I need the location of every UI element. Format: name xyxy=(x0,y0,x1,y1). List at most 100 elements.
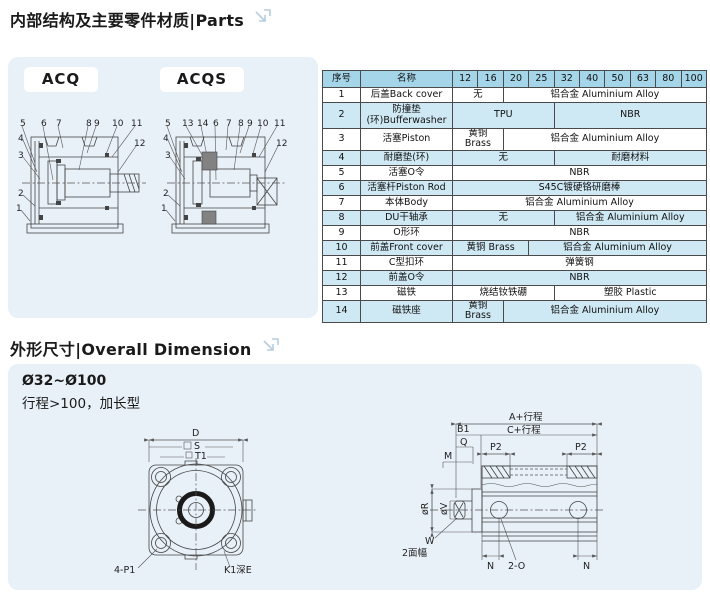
table-row: 3 活塞Piston 黄铜 Brass 铝合金 Aluminium Alloy xyxy=(322,128,707,151)
table-row: 11 C型扣环 弹簧钢 xyxy=(322,254,707,271)
cell-material: 铝合金 Aluminium Alloy xyxy=(528,239,707,256)
cell-no: 4 xyxy=(322,149,361,166)
table-row: 1 后盖Back cover 无 铝合金 Aluminium Alloy xyxy=(322,87,707,103)
col-header: 25 xyxy=(528,70,555,88)
acqs-callout-4: 4 xyxy=(163,134,169,144)
acqs-callout-11: 11 xyxy=(274,119,285,129)
acqs-callout-13: 13 xyxy=(182,119,193,129)
bore-range-label: Ø32~Ø100 xyxy=(22,373,107,389)
acq-callout-4: 4 xyxy=(18,134,24,144)
cell-material: 黄铜 Brass xyxy=(451,239,530,256)
front-view-drawing: D S T1 4-P1 K1深E xyxy=(114,428,258,576)
dim-label-a-stroke: A+行程 xyxy=(509,411,543,423)
table-header-row: 序号 名称 12 16 20 25 32 40 50 63 80 100 xyxy=(322,70,707,88)
acq-callout-3: 3 xyxy=(18,151,24,161)
dim-label-p2-right: P2 xyxy=(575,442,587,453)
cell-material: 铝合金 Aluminium Alloy xyxy=(553,209,707,226)
cell-name: 防撞垫 (环)Bufferwasher xyxy=(360,102,453,129)
acqs-callout-7: 7 xyxy=(226,119,232,129)
cell-name: DU干轴承 xyxy=(360,209,453,226)
cell-no: 8 xyxy=(322,209,361,226)
cell-name: 后盖Back cover xyxy=(360,87,453,103)
section-corner-arrow-icon xyxy=(255,9,271,22)
cell-material: 无 xyxy=(452,209,555,226)
overall-dimension-panel: Ø32~Ø100 行程>100，加长型 xyxy=(8,364,702,590)
cell-name: 前盖O令 xyxy=(360,269,453,286)
acq-callout-10: 10 xyxy=(112,119,124,129)
col-header: 12 xyxy=(451,70,479,88)
dim-label-d: D xyxy=(192,428,199,439)
col-header: 16 xyxy=(477,70,504,88)
col-header: 序号 xyxy=(322,70,361,88)
dim-label-r: øR xyxy=(420,502,431,515)
cell-name: 磁铁座 xyxy=(360,299,453,323)
stroke-note-label: 行程>100，加长型 xyxy=(22,396,141,412)
cell-no: 9 xyxy=(322,224,361,241)
cell-no: 1 xyxy=(322,87,361,103)
acq-callout-11: 11 xyxy=(131,119,142,129)
acqs-callout-5: 5 xyxy=(165,119,171,129)
cell-name: C型扣环 xyxy=(360,254,453,271)
internal-structure-panel: ACQ ACQS 5 6 7 xyxy=(8,57,318,318)
cell-no: 11 xyxy=(322,254,361,271)
acq-callout-6: 6 xyxy=(41,119,47,129)
cell-material: 铝合金 Aluminium Alloy xyxy=(502,87,707,103)
table-row: 12 前盖O令 NBR xyxy=(322,269,707,286)
table-row: 14 磁铁座 黄铜 Brass 铝合金 Aluminium Alloy xyxy=(322,299,707,323)
cell-name: 磁铁 xyxy=(360,284,453,301)
col-header: 40 xyxy=(578,70,606,88)
cell-material: 耐磨材料 xyxy=(553,149,707,166)
acqs-callout-9: 9 xyxy=(247,119,253,129)
cell-material: 铝合金 Aluminium Alloy xyxy=(502,128,707,151)
col-header: 100 xyxy=(680,70,707,88)
cell-material: 无 xyxy=(452,149,555,166)
dim-label-n-right: N xyxy=(583,561,590,572)
section-corner-arrow-icon xyxy=(263,338,279,351)
dim-label-w-note: 2面幅 xyxy=(402,547,428,559)
dimension-section-title-text: 外形尺寸|Overall Dimension xyxy=(10,340,252,359)
cell-no: 7 xyxy=(322,194,361,211)
dim-label-2o: 2-O xyxy=(508,561,525,572)
dim-label-n-left: N xyxy=(487,561,494,572)
acq-callout-9: 9 xyxy=(94,119,100,129)
dim-label-c-stroke: C+行程 xyxy=(507,424,541,436)
parts-section-title: 内部结构及主要零件材质|Parts xyxy=(10,7,272,31)
cell-no: 10 xyxy=(322,239,361,256)
dim-label-b1: B1 xyxy=(457,424,470,435)
acqs-callout-6: 6 xyxy=(213,119,219,129)
dim-label-m: M xyxy=(444,451,452,462)
table-row: 9 O形环 NBR xyxy=(322,224,707,241)
cell-no: 3 xyxy=(322,128,361,151)
cell-material: NBR xyxy=(452,224,707,241)
acq-callout-2: 2 xyxy=(18,189,24,199)
cell-name: 耐磨垫(环) xyxy=(360,149,453,166)
parts-material-table: 序号 名称 12 16 20 25 32 40 50 63 80 100 1 后… xyxy=(322,70,707,323)
cell-material: NBR xyxy=(553,102,707,129)
cell-material: NBR xyxy=(452,269,707,286)
dim-label-t1: T1 xyxy=(194,451,207,462)
dim-label-s: S xyxy=(194,441,200,452)
acqs-callout-12: 12 xyxy=(276,139,287,149)
col-header: 63 xyxy=(629,70,657,88)
dim-label-v: øV xyxy=(439,502,450,515)
cell-material: 黄铜 Brass xyxy=(452,128,504,151)
col-header: 32 xyxy=(553,70,580,88)
dim-label-4p1: 4-P1 xyxy=(114,565,135,576)
cell-no: 5 xyxy=(322,164,361,181)
dim-label-q: Q xyxy=(460,437,467,448)
cell-name: 活塞O令 xyxy=(360,164,453,181)
acq-callout-12: 12 xyxy=(134,139,145,149)
cell-no: 12 xyxy=(322,269,361,286)
acqs-callout-3: 3 xyxy=(165,151,171,161)
table-row: 5 活塞O令 NBR xyxy=(322,164,707,181)
cell-no: 6 xyxy=(322,179,361,196)
side-view-drawing: A+行程 B1 C+行程 Q M P2 P2 øR øV W 2面幅 N 2-O… xyxy=(402,411,605,572)
acqs-callout-2: 2 xyxy=(163,189,169,199)
table-row: 8 DU干轴承 无 铝合金 Aluminium Alloy xyxy=(322,209,707,226)
model-label-acqs: ACQS xyxy=(160,67,244,92)
acqs-callout-10: 10 xyxy=(257,119,269,129)
col-header: 80 xyxy=(655,70,682,88)
acqs-cross-section-diagram: 5 13 14 6 7 8 9 10 11 12 4 3 2 1 xyxy=(161,119,287,234)
acq-cross-section-diagram: 5 6 7 8 9 10 11 12 4 3 2 1 xyxy=(16,119,146,234)
